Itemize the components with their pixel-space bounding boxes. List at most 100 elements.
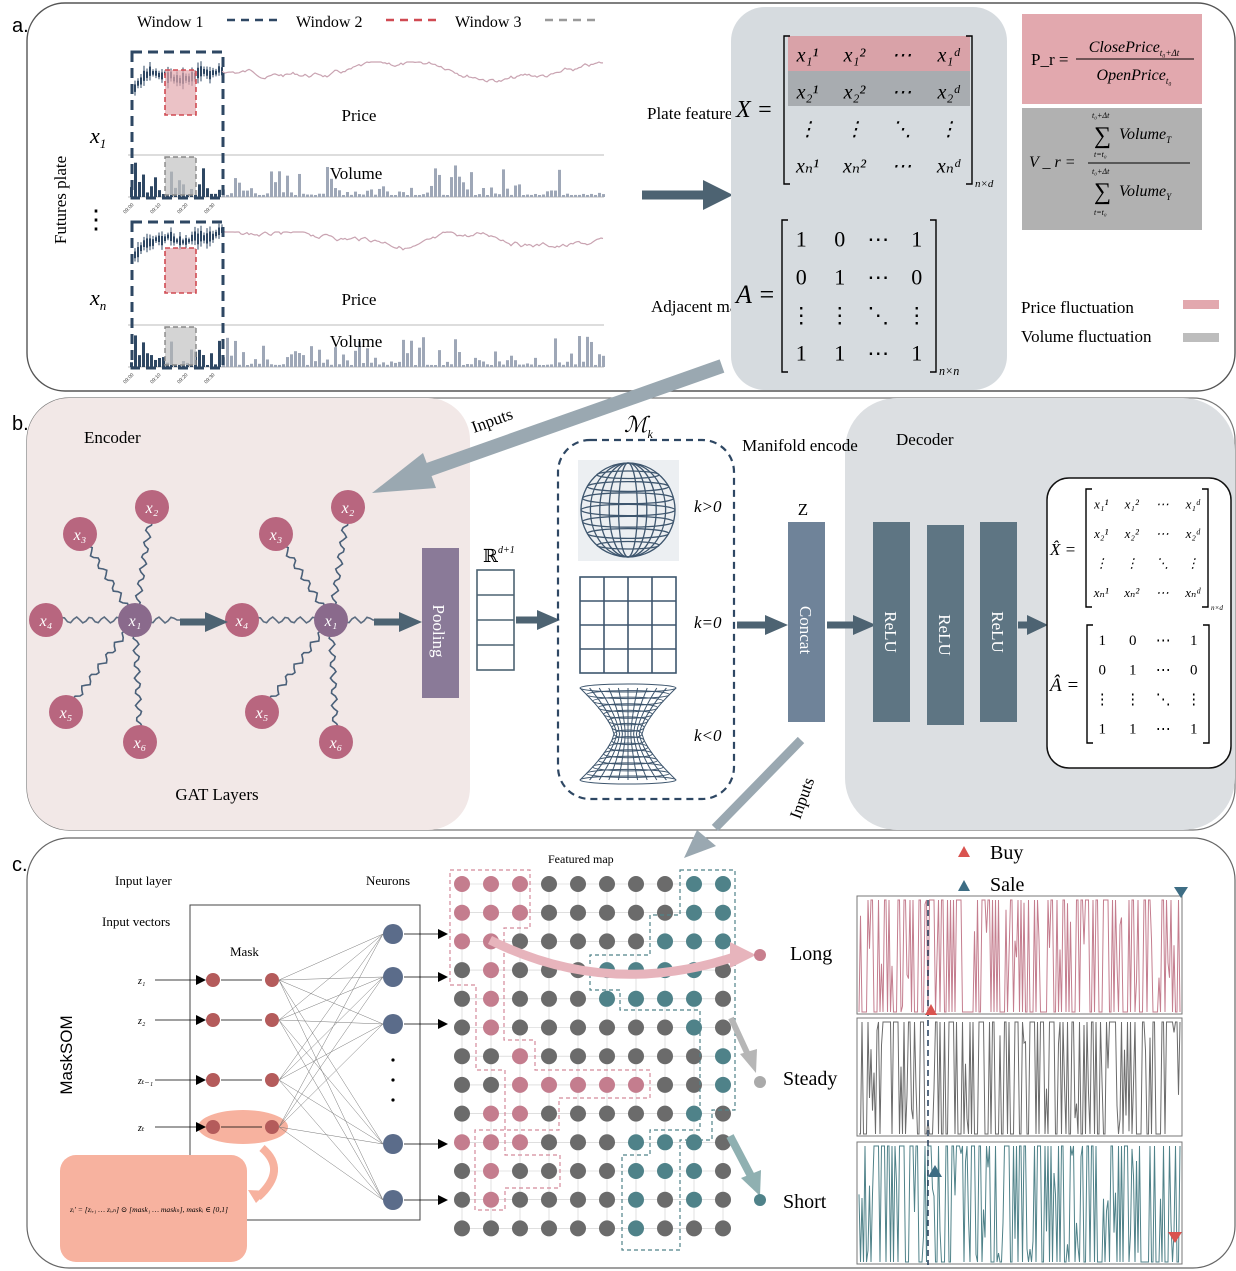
volume-bar [330,364,333,367]
matrix-cell: x₁ᵈ [936,45,960,67]
som-unit [686,1019,702,1036]
attention-edge [329,506,349,621]
volume-bar [158,190,161,197]
relu-label-3: ReLU [988,611,1007,653]
matrix-bracket-right [930,219,937,373]
volume-bar [518,364,521,367]
svg-text:t=t₀: t=t₀ [1094,150,1107,159]
row1-var: x1 [89,123,106,151]
som-unit [541,904,557,921]
som-unit [628,904,644,921]
weight-edge [278,933,384,981]
volume-bar [578,336,581,367]
volume-bar [462,364,465,367]
plate-features-label: Plate features [647,104,739,123]
ellipsis-dot [391,1058,395,1062]
som-unit [512,962,528,979]
som-unit [715,1048,731,1065]
volume-bar [306,364,309,367]
volume-bar [298,353,301,367]
matrix-cell: 1 [796,227,807,252]
matrix-cell: 1 [1129,722,1137,738]
matrix-cell: x₁ᵈ [1185,496,1201,511]
volume-bar [466,189,469,197]
attention-edge [65,619,136,713]
matrix-cell: ⋮ [790,303,812,328]
weight-edge [278,933,384,1021]
volume-bar [282,364,285,367]
attention-edge [132,619,144,743]
volume-bar [558,169,561,197]
featured-map-label: Featured map [548,852,614,866]
inputs-arrow-to-som [684,736,805,858]
candlestick-body [215,231,217,237]
som-unit [483,962,499,979]
svg-text:t₀+Δt: t₀+Δt [1092,111,1110,120]
candlestick-body [140,77,142,85]
volume-bar [422,194,425,197]
volume-bar [534,357,537,367]
weight-edge [278,1019,384,1145]
matrix-cell: x₂¹ [1093,526,1108,541]
manifold-encode-label: Manifold encode [742,436,858,455]
candlestick-body [137,247,139,258]
volume-bar [406,353,409,367]
candlestick-body [176,239,178,243]
volume-bar [370,362,373,367]
flat-grid-icon [579,576,677,674]
volume-bar [562,194,565,197]
matrix-cell: 1 [1099,722,1107,738]
matrix-cell: x₁² [843,45,867,67]
row1-volume-label: Volume [330,164,383,183]
matrix-bracket-right [1202,488,1209,608]
curv-zero: k=0 [694,613,722,632]
candlestick-body [143,70,145,81]
volume-bar [442,194,445,197]
mask-formula: zᵢ′ = [zᵢ,₁ … zᵢ,ₙ] ⊙ [mask₁ … maskₙ], m… [69,1205,228,1214]
matrix-cell: 1 [911,227,922,252]
graph-node [319,725,353,759]
weight-edge [278,1079,384,1201]
weight-edge [278,1079,384,1145]
volume-bar [266,359,269,367]
volume-bar [382,362,385,367]
relu-block-2 [927,525,964,725]
matrix-cell: ⋱ [867,303,889,328]
price-line [221,61,603,83]
volume-bar [402,339,405,367]
volume-bar [218,189,221,197]
som-unit [483,1191,499,1208]
sphere-meridian [589,462,667,558]
volume-bar [206,364,209,367]
matrix-cell: ⋮ [1186,692,1201,708]
volume-bar [574,194,577,197]
svg-text:t₀+Δt: t₀+Δt [1092,167,1110,176]
volume-bar [394,362,397,367]
volume-bar [226,337,229,367]
to-pooling-arrow [374,612,422,632]
volume-bar [142,342,145,367]
matrix-cell: ⋱ [1156,692,1171,708]
volume-bar [390,194,393,197]
rown-price-chart [134,223,604,263]
inputs-arrow-to-encoder [372,359,725,493]
volume-bar [594,194,597,197]
volume-bar [202,355,205,367]
volume-bar [546,364,549,367]
som-unit [570,876,586,892]
candlestick-body [200,230,202,242]
volume-bar [322,193,325,197]
som-unit [628,1134,644,1151]
volume-bar [482,188,485,197]
volume-bar [358,194,361,197]
som-unit [628,1019,644,1036]
som-unit [541,1019,557,1036]
som-unit [541,1134,557,1151]
volume-bar [226,194,229,197]
svg-text:Price fluctuation: Price fluctuation [1021,298,1134,317]
weight-edge [278,1019,384,1025]
hyperboloid-line [579,687,615,781]
candlestick-body [155,237,157,242]
weight-edge [278,979,384,1145]
